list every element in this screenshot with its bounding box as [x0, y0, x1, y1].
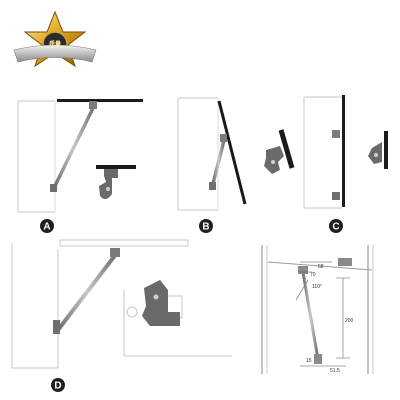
dim-15: 15: [306, 358, 312, 364]
strut-base: [50, 184, 57, 192]
lid-vertical: [342, 95, 345, 207]
panel-dimensions: 68 70 110° 200 15 51.5: [261, 245, 374, 374]
detail-hinge: [264, 146, 284, 174]
lid-open: [59, 239, 189, 247]
dim-angle: 110°: [312, 284, 322, 290]
panel-b: B: [177, 97, 295, 233]
gas-strut: [301, 270, 320, 362]
panel-a: A: [17, 99, 143, 233]
strut-bracket: [89, 101, 97, 109]
label-c: C: [332, 222, 339, 233]
detail-hinge: [142, 280, 180, 326]
cabinet-outline: [11, 243, 59, 369]
dim-70: 70: [310, 272, 316, 278]
badge-text: 质量: [49, 40, 61, 48]
detail-lid: [96, 165, 136, 169]
gas-strut: [56, 252, 118, 332]
lid-tilted: [217, 100, 247, 205]
dim-51-5: 51.5: [330, 368, 340, 374]
detail-hinge: [368, 142, 382, 164]
detail-frame: [123, 290, 232, 357]
dim-200: 200: [345, 318, 354, 324]
gas-strut: [52, 104, 96, 190]
lid-horizontal: [57, 99, 143, 102]
panel-d: D: [11, 239, 232, 392]
detail-hinge: [99, 169, 118, 200]
label-a-marker: [40, 219, 54, 233]
label-d: D: [54, 381, 61, 392]
gas-strut-extension: [295, 279, 309, 301]
label-a: A: [43, 222, 50, 233]
label-b: B: [202, 222, 209, 233]
gas-strut: [211, 138, 226, 186]
detail-lid: [278, 129, 295, 169]
detail-lid: [384, 131, 388, 169]
label-c-marker: [329, 219, 343, 233]
badge-ribbon: [13, 44, 97, 63]
label-b-marker: [199, 219, 213, 233]
lid-tilted: [267, 261, 373, 271]
panel-c: C: [303, 95, 388, 233]
quality-badge: 质量: [13, 10, 97, 68]
dim-68: 68: [318, 264, 324, 270]
label-d-marker: [51, 378, 65, 392]
